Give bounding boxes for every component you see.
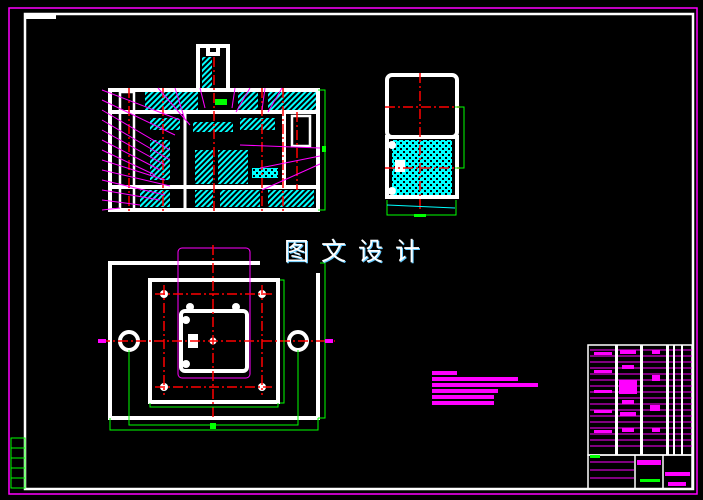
parts-list-and-title-block [587, 344, 693, 490]
plan-view [98, 245, 335, 431]
sheet-border [8, 7, 698, 495]
watermark-text: 图文设计 [284, 237, 433, 266]
side-section-view [385, 73, 465, 217]
technical-notes [432, 371, 538, 405]
front-section-view [101, 44, 326, 212]
part-leader-lines [101, 87, 321, 211]
